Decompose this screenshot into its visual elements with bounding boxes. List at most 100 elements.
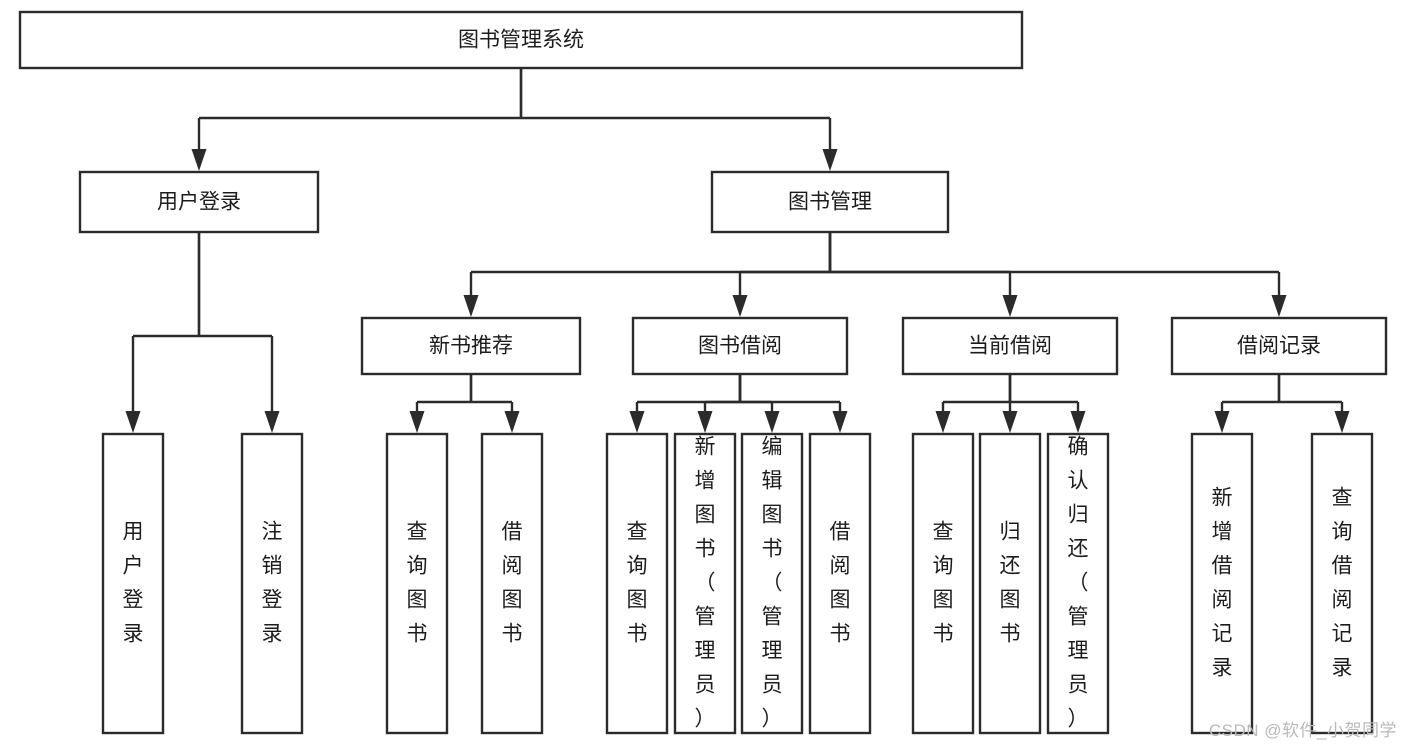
node-label-new-book-rec: 新书推荐 [429, 335, 513, 358]
node-label-leaf-query-record: 查询借阅记录 [1332, 486, 1353, 679]
node-borrow-record[interactable]: 借阅记录 [1170, 316, 1388, 376]
node-label-leaf-query-book-borrow: 查询图书 [627, 520, 648, 645]
connector-e-book-borrow-edit [738, 374, 780, 433]
node-box-leaf-borrow-book[interactable] [808, 432, 872, 735]
node-box-book-borrow[interactable] [631, 316, 849, 376]
arrow-head-icon [732, 295, 748, 317]
node-book-borrow[interactable]: 图书借阅 [631, 316, 849, 376]
connector-e-book-manage-book-borrow [732, 232, 832, 317]
node-label-book-manage: 图书管理 [788, 191, 872, 214]
node-box-leaf-edit-book[interactable] [740, 432, 804, 735]
connector-e-root-user-login [191, 68, 523, 171]
node-leaf-user-login[interactable]: 用户登录 [101, 432, 165, 735]
node-label-leaf-borrow-book: 借阅图书 [830, 520, 851, 645]
node-box-leaf-query-record[interactable] [1310, 432, 1374, 735]
node-box-leaf-user-login[interactable] [101, 432, 165, 735]
node-box-leaf-add-record[interactable] [1190, 432, 1254, 735]
node-label-leaf-add-book: 新增图书（管理员） [695, 435, 716, 730]
arrow-head-icon [1334, 411, 1350, 433]
connector-e-book-borrow-borrow [738, 374, 848, 433]
node-label-book-borrow: 图书借阅 [698, 335, 782, 358]
arrow-head-icon [463, 295, 479, 317]
node-leaf-confirm-return[interactable]: 确认归还（管理员） [1046, 432, 1110, 735]
node-label-current-borrow: 当前借阅 [968, 335, 1052, 358]
node-leaf-query-book-borrow[interactable]: 查询图书 [605, 432, 669, 735]
node-box-leaf-borrow-book-rec[interactable] [480, 432, 544, 735]
node-box-leaf-return-book[interactable] [978, 432, 1042, 735]
connector-e-record-query [1277, 374, 1350, 433]
node-label-root: 图书管理系统 [458, 29, 584, 52]
connector-e-user-login-leaf-user-login [125, 232, 201, 433]
connector-e-current-confirm [1008, 374, 1086, 433]
connector-e-book-manage-new-book-rec [463, 232, 832, 317]
connector-e-book-manage-current-borrow [828, 232, 1018, 317]
arrow-head-icon [832, 411, 848, 433]
node-label-user-login: 用户登录 [157, 191, 241, 214]
csdn-watermark: CSDN @软件_小贺同学 [1208, 721, 1397, 740]
arrow-head-icon [1070, 411, 1086, 433]
node-leaf-query-record[interactable]: 查询借阅记录 [1310, 432, 1374, 735]
connector-e-root-book-manage [519, 68, 838, 171]
arrow-head-icon [1002, 411, 1018, 433]
node-box-leaf-confirm-return[interactable] [1046, 432, 1110, 735]
node-leaf-borrow-book[interactable]: 借阅图书 [808, 432, 872, 735]
connector-e-current-query [935, 374, 1012, 433]
arrow-head-icon [822, 149, 838, 171]
node-label-leaf-confirm-return: 确认归还（管理员） [1068, 435, 1089, 730]
node-label-leaf-edit-book: 编辑图书（管理员） [762, 435, 783, 730]
node-box-current-borrow[interactable] [901, 316, 1119, 376]
arrow-head-icon [629, 411, 645, 433]
node-label-leaf-borrow-book-rec: 借阅图书 [502, 520, 523, 645]
node-label-borrow-record: 借阅记录 [1237, 335, 1321, 358]
node-current-borrow[interactable]: 当前借阅 [901, 316, 1119, 376]
connector-e-book-manage-borrow-record [828, 232, 1287, 317]
connector-e-book-borrow-add [697, 374, 742, 433]
arrow-head-icon [504, 411, 520, 433]
arrow-head-icon [935, 411, 951, 433]
node-label-leaf-add-record: 新增借阅记录 [1212, 486, 1233, 679]
node-leaf-logout[interactable]: 注销登录 [240, 432, 304, 735]
connector-e-new-book-rec-borrow [469, 374, 520, 433]
arrow-head-icon [1271, 295, 1287, 317]
node-layer: 图书管理系统用户登录图书管理新书推荐图书借阅当前借阅借阅记录用户登录注销登录查询… [18, 10, 1388, 735]
node-box-new-book-rec[interactable] [360, 316, 582, 376]
node-box-user-login[interactable] [78, 170, 320, 234]
node-leaf-return-book[interactable]: 归还图书 [978, 432, 1042, 735]
node-box-borrow-record[interactable] [1170, 316, 1388, 376]
node-label-leaf-return-book: 归还图书 [1000, 520, 1021, 645]
connector-e-new-book-rec-query [409, 374, 473, 433]
node-label-leaf-user-login: 用户登录 [123, 520, 144, 645]
arrow-head-icon [264, 411, 280, 433]
node-leaf-edit-book[interactable]: 编辑图书（管理员） [740, 432, 804, 735]
node-box-leaf-add-book[interactable] [673, 432, 737, 735]
node-label-leaf-query-book-rec: 查询图书 [407, 520, 428, 645]
arrow-head-icon [409, 411, 425, 433]
node-box-root[interactable] [18, 10, 1024, 70]
node-user-login[interactable]: 用户登录 [78, 170, 320, 234]
node-root[interactable]: 图书管理系统 [18, 10, 1024, 70]
node-box-leaf-logout[interactable] [240, 432, 304, 735]
arrow-head-icon [697, 411, 713, 433]
node-new-book-rec[interactable]: 新书推荐 [360, 316, 582, 376]
node-book-manage[interactable]: 图书管理 [710, 170, 950, 234]
connector-e-user-login-leaf-logout [197, 232, 280, 433]
node-box-leaf-query-book-current[interactable] [911, 432, 975, 735]
connector-e-record-add [1214, 374, 1281, 433]
node-leaf-query-book-current[interactable]: 查询图书 [911, 432, 975, 735]
node-leaf-borrow-book-rec[interactable]: 借阅图书 [480, 432, 544, 735]
arrow-head-icon [1214, 411, 1230, 433]
arrow-head-icon [1002, 295, 1018, 317]
node-label-leaf-logout: 注销登录 [262, 520, 283, 645]
node-box-leaf-query-book-borrow[interactable] [605, 432, 669, 735]
node-box-leaf-query-book-rec[interactable] [385, 432, 449, 735]
node-box-book-manage[interactable] [710, 170, 950, 234]
arrow-head-icon [764, 411, 780, 433]
node-leaf-add-book[interactable]: 新增图书（管理员） [673, 432, 737, 735]
node-leaf-query-book-rec[interactable]: 查询图书 [385, 432, 449, 735]
connector-layer [125, 68, 1350, 433]
arrow-head-icon [191, 149, 207, 171]
arrow-head-icon [125, 411, 141, 433]
node-leaf-add-record[interactable]: 新增借阅记录 [1190, 432, 1254, 735]
